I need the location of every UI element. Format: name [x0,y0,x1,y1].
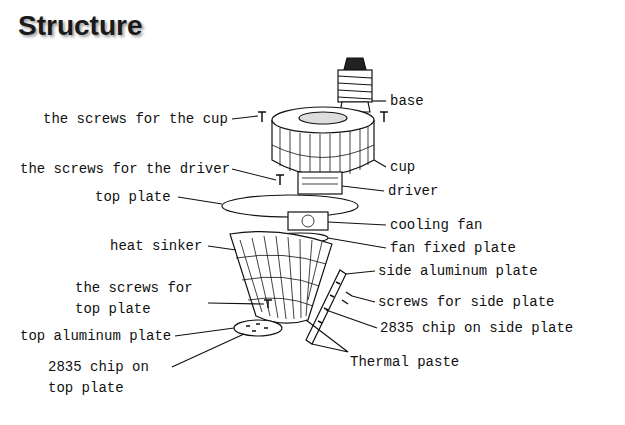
part-label: cup [390,157,415,178]
part-label: the screws for top plate [75,278,210,320]
part-label: fan fixed plate [390,238,516,259]
part-label: side aluminum plate [378,261,538,282]
part-label: the screws for the driver [20,159,230,180]
part-label: the screws for the cup [43,109,228,130]
part-label: base [390,91,424,112]
part-label: screws for side plate [378,292,554,313]
part-label: Thermal paste [350,352,459,373]
part-label: top aluminum plate [20,326,171,347]
part-label: 2835 chip on top plate [48,357,166,399]
diagram-title: Structure [18,10,142,42]
part-label: top plate [95,187,171,208]
part-label: driver [388,181,438,202]
part-label: 2835 chip on side plate [380,318,573,339]
part-label: heat sinker [110,236,202,257]
part-label: cooling fan [390,215,482,236]
